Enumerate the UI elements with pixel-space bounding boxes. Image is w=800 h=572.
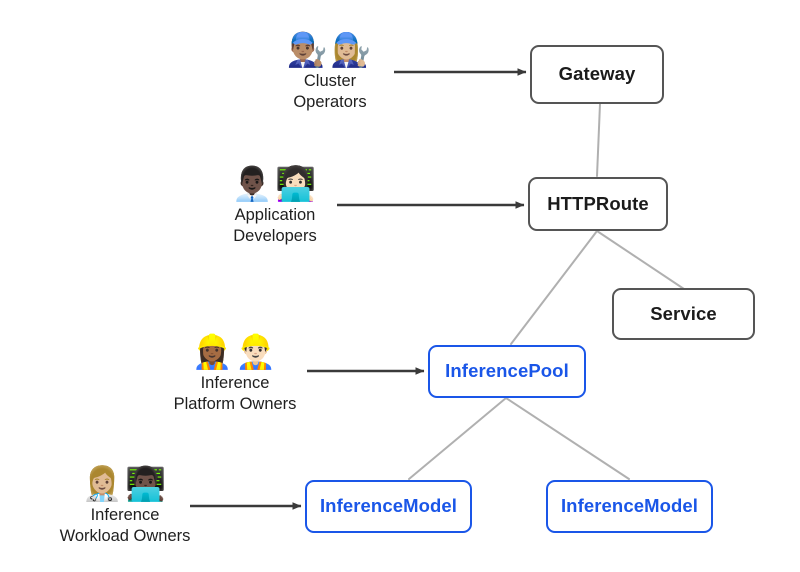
node-inferencepool-label: InferencePool bbox=[445, 360, 569, 382]
inference-workload-owners-label: Inference Workload Owners bbox=[59, 506, 191, 545]
connector-inferencepool-inferencemodel1 bbox=[408, 397, 507, 480]
inference-platform-owners-emoji: 👷🏾‍♀️👷🏻‍♂️ bbox=[191, 332, 279, 371]
node-httproute[interactable]: HTTPRoute bbox=[528, 177, 668, 231]
node-inferencemodel-2[interactable]: InferenceModel bbox=[546, 480, 713, 533]
persona-application-developers[interactable]: 👨🏿‍💼👩🏻‍💻 Application Developers bbox=[180, 164, 370, 247]
node-service[interactable]: Service bbox=[612, 288, 755, 340]
node-inferencemodel-1[interactable]: InferenceModel bbox=[305, 480, 472, 533]
node-gateway-label: Gateway bbox=[558, 63, 636, 85]
application-developers-emoji: 👨🏿‍💼👩🏻‍💻 bbox=[231, 164, 319, 203]
cluster-operators-label: Cluster Operators bbox=[293, 72, 367, 111]
node-inferencepool[interactable]: InferencePool bbox=[428, 345, 586, 398]
node-gateway[interactable]: Gateway bbox=[530, 45, 664, 104]
inference-workload-owners-emoji: 👩🏼‍⚕️👨🏿‍💻 bbox=[81, 464, 169, 503]
node-inferencemodel-2-label: InferenceModel bbox=[560, 495, 699, 517]
connector-httproute-service bbox=[596, 230, 685, 290]
connector-gateway-httproute bbox=[596, 103, 601, 177]
cluster-operators-emoji: 👨🏽‍🔧👩🏼‍🔧 bbox=[286, 30, 374, 69]
inference-platform-owners-label: Inference Platform Owners bbox=[173, 374, 297, 413]
node-service-label: Service bbox=[650, 302, 717, 324]
persona-inference-workload-owners[interactable]: 👩🏼‍⚕️👨🏿‍💻 Inference Workload Owners bbox=[30, 464, 220, 547]
application-developers-label: Application Developers bbox=[233, 206, 317, 245]
persona-cluster-operators[interactable]: 👨🏽‍🔧👩🏼‍🔧 Cluster Operators bbox=[235, 30, 425, 113]
node-inferencemodel-1-label: InferenceModel bbox=[319, 495, 458, 517]
persona-inference-platform-owners[interactable]: 👷🏾‍♀️👷🏻‍♂️ Inference Platform Owners bbox=[140, 332, 330, 415]
connector-inferencepool-inferencemodel2 bbox=[505, 397, 630, 480]
node-httproute-label: HTTPRoute bbox=[547, 192, 649, 214]
connector-httproute-inferencepool bbox=[510, 230, 598, 345]
